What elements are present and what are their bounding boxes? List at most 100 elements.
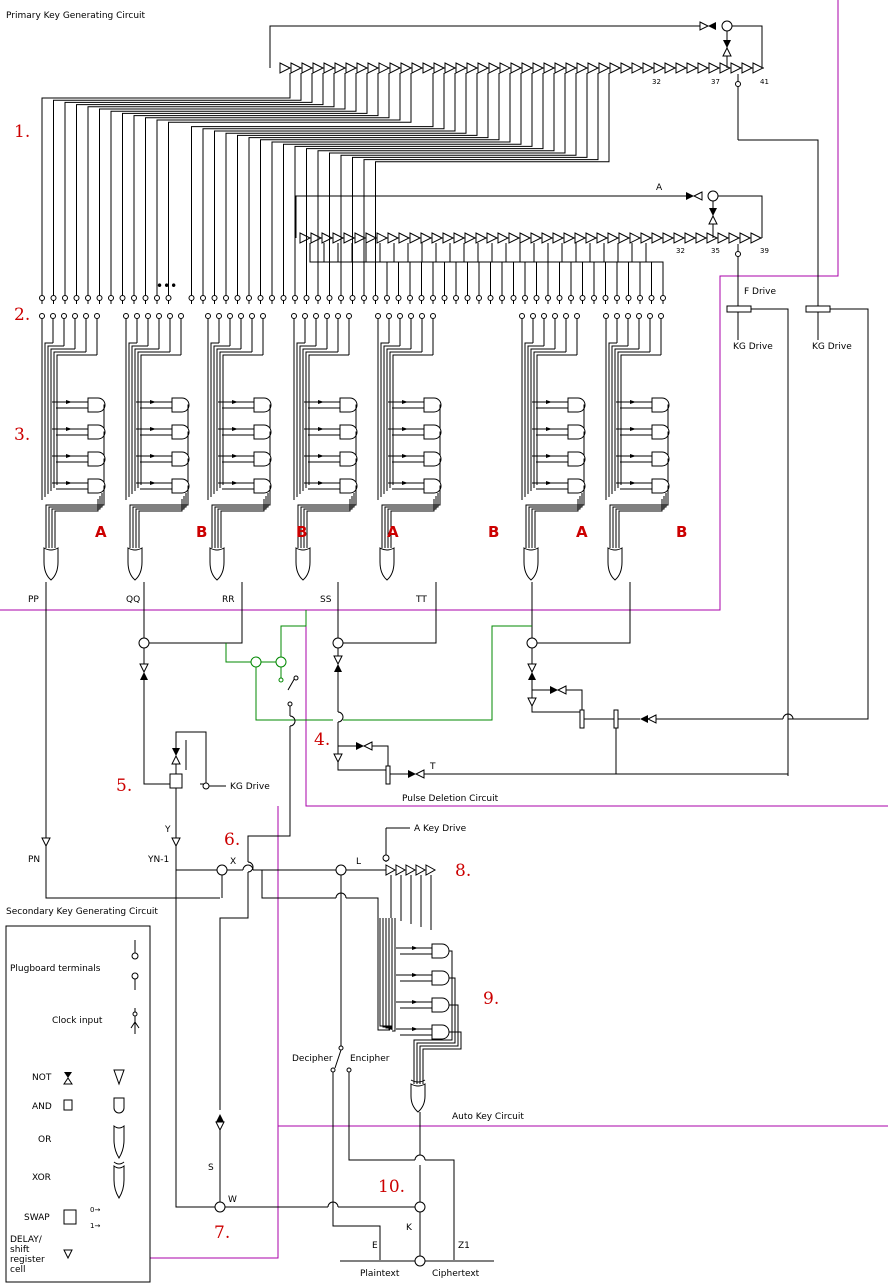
tap-wire [561,243,595,295]
a-key-drive-label: A Key Drive [414,824,467,834]
xor-gate-arc [410,1079,426,1083]
gate-output-wire [416,977,456,1084]
plugboard-terminal [637,295,643,301]
not-marker [630,400,636,404]
delay-cell [376,232,389,244]
not-marker [232,427,238,431]
delay-cell [343,232,356,244]
register-1-feedback [269,20,819,308]
delay-cell [664,62,677,74]
and-gate [423,451,442,467]
not-marker [402,427,408,431]
bundle-wire [47,345,64,494]
tap-wire [547,243,583,295]
delay-cell [684,232,697,244]
bundle-wire [131,345,148,494]
delay-cell [395,864,407,876]
not-marker [546,481,552,485]
legend-delay-label: register [10,1255,45,1265]
tick-label: 39 [760,247,769,255]
plugboard-terminal [96,295,103,301]
and-gate [171,397,190,413]
bundle-wire [386,348,411,491]
plugboard-terminal [291,313,297,319]
and-gate [567,478,586,494]
delay-cell [431,232,444,244]
and-gate [253,451,272,467]
not-marker [412,1000,418,1004]
tap-wire [76,73,324,295]
delay-cell [411,62,424,74]
delay-cell [444,62,457,74]
and-gate [339,478,358,494]
and-gate [651,478,670,494]
or-input-wire [51,496,101,548]
or-input-wire [45,490,105,548]
delay-cell [385,864,397,876]
and-gate [171,451,190,467]
delay-cell [607,232,620,244]
gate-output-wire [419,1004,459,1084]
delay-cell [541,232,554,244]
delay-cell [739,232,752,244]
or-input-wire [138,499,183,548]
bundle-wire [611,345,628,494]
bundle-wire [392,918,396,1032]
group-label: B [196,523,207,541]
tap-wire [329,73,566,295]
delay-cell [750,232,763,244]
or-output-pp: PP [28,595,39,605]
not-marker [150,481,156,485]
or-input-wire [528,493,583,548]
f-drive-label: F Drive [744,287,776,297]
plugboard-terminal [545,295,551,301]
legend-and-label: AND [32,1102,52,1112]
delay-cell [312,62,325,74]
tap-wire [248,73,489,295]
kg-drive-label-5: KG Drive [230,782,270,792]
delay-cell [400,62,413,74]
not-marker [232,454,238,458]
delay-cell [455,62,468,74]
or-input-wire [297,490,357,548]
not-marker [412,973,418,977]
auto-key-title: Auto Key Circuit [452,1112,524,1122]
plugboard-terminal [108,295,114,301]
not-marker [318,454,324,458]
delay-cell [675,62,688,74]
delay-cell [415,864,427,876]
bundle-wire [533,351,566,488]
plugboard-terminal [154,295,160,301]
tap-wire [53,73,302,295]
plugboard-terminal [238,313,244,319]
delay-cell [466,62,479,74]
not-marker [150,400,156,404]
not-marker [150,454,156,458]
or-input-wire [54,499,99,548]
plugboard-terminal [533,295,540,301]
or-input-wire [612,493,667,548]
bundle-wire [53,351,86,488]
and-gate [339,451,358,467]
delay-cell [477,62,490,74]
pulse-deletion-title: Pulse Deletion Circuit [402,794,499,804]
plugboard-terminal [346,313,352,319]
step-label-6: 6. [224,830,240,850]
plugboard-terminal [145,313,151,319]
bundle-wire [379,918,392,1027]
delay-cell [653,62,666,74]
delay-cell [563,232,576,244]
plugboard-terminal [167,313,173,319]
and-gate [253,397,272,413]
plugboard-terminal [178,313,184,319]
plugboard-terminal [522,295,528,301]
auto-key-gates [379,918,462,1113]
plugboard-terminal [510,295,517,301]
group-label: A [95,523,107,541]
or-input-wire [534,499,579,548]
or-gate [607,547,623,581]
or-input-wire [300,493,355,548]
tap-wire [202,73,445,295]
delay-cell [673,232,686,244]
plugboard-terminal [315,295,321,301]
